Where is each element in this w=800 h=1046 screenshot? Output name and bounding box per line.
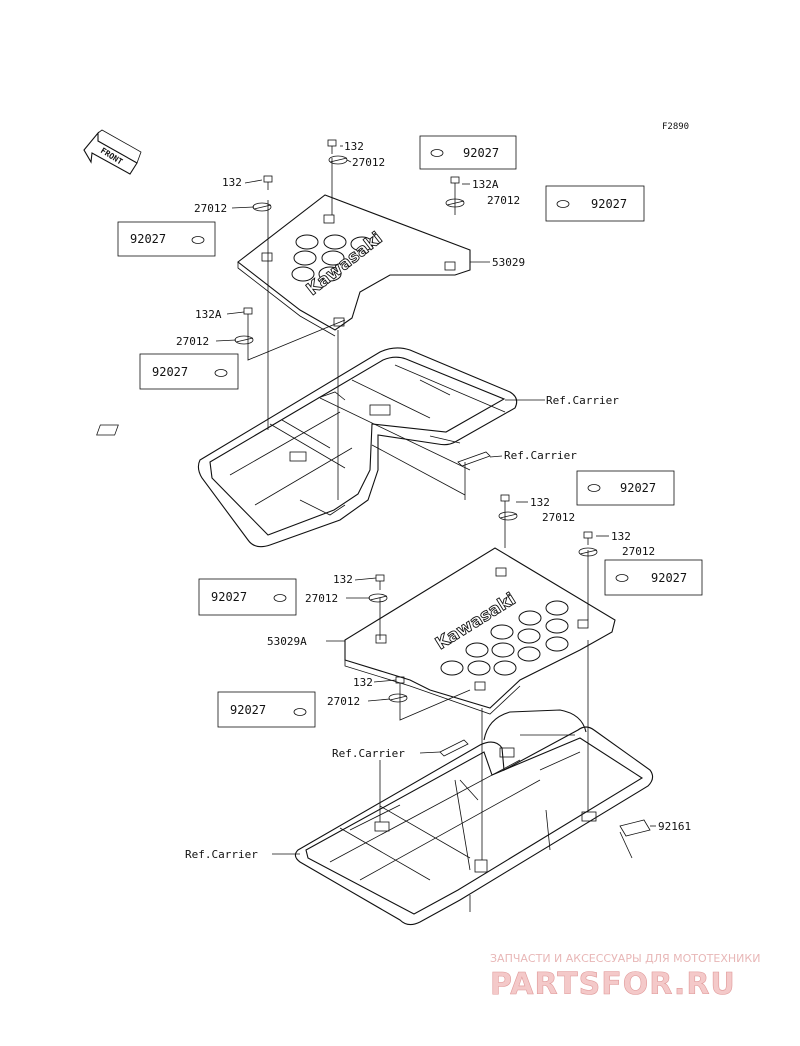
clip-27012-h bbox=[388, 693, 408, 703]
label-ref-carrier: Ref.Carrier bbox=[546, 394, 619, 407]
box-label: 92027 bbox=[463, 146, 499, 160]
label-132: 132 bbox=[530, 496, 550, 509]
tag-ref-carrier-bottom bbox=[439, 739, 469, 757]
washer-box: 92027 bbox=[576, 470, 675, 506]
box-label: 92027 bbox=[152, 365, 188, 379]
bottom-fasteners bbox=[368, 494, 651, 837]
bolt-132-d bbox=[583, 531, 593, 545]
washer-box: 92027 bbox=[604, 559, 703, 596]
bolt-132-c bbox=[500, 494, 510, 508]
washer-icon bbox=[587, 484, 601, 492]
bottom-leader-lines bbox=[379, 508, 633, 860]
label-27012: 27012 bbox=[352, 156, 385, 169]
rear-carrier-frame bbox=[294, 709, 654, 926]
washer-box: 92027 bbox=[217, 691, 316, 728]
washer-icon bbox=[430, 149, 444, 157]
washer-box: 92027 bbox=[419, 135, 517, 170]
bottom-label-leaders bbox=[272, 501, 656, 855]
front-arrow-icon: FRONT bbox=[83, 129, 142, 175]
label-27012: 27012 bbox=[194, 202, 227, 215]
label-ref-carrier: Ref.Carrier bbox=[332, 747, 405, 760]
label-92161: 92161 bbox=[658, 820, 691, 833]
carrier-plate-53029A: Kawasaki bbox=[344, 547, 616, 715]
washer-box: 92027 bbox=[198, 578, 297, 616]
clip-27012-e bbox=[498, 511, 518, 521]
washer-icon bbox=[191, 236, 205, 244]
clip-27012-g bbox=[368, 593, 388, 603]
clip-27012-f bbox=[578, 547, 598, 557]
washer-icon bbox=[214, 369, 228, 377]
box-label: 92027 bbox=[230, 703, 266, 717]
label-53029: 53029 bbox=[492, 256, 525, 269]
watermark: ЗАПЧАСТИ И АКСЕССУАРЫ ДЛЯ МОТОТЕХНИКИ PA… bbox=[490, 952, 761, 1002]
label-ref-carrier: Ref.Carrier bbox=[185, 848, 258, 861]
bolt-132-b bbox=[263, 175, 273, 190]
label-132: 132 bbox=[222, 176, 242, 189]
box-label: 92027 bbox=[591, 197, 627, 211]
bolt-132-a bbox=[327, 139, 337, 154]
washer-icon bbox=[293, 708, 307, 716]
carrier-plate-53029: Kawasaki bbox=[237, 194, 471, 337]
top-leader-lines bbox=[247, 158, 545, 500]
label-27012: 27012 bbox=[622, 545, 655, 558]
clip-27012-c bbox=[445, 198, 465, 208]
figure-code: F2890 bbox=[662, 122, 689, 132]
watermark-logo: PARTSFOR.RU bbox=[490, 967, 736, 1002]
washer-box: 92027 bbox=[139, 353, 239, 390]
label-27012: 27012 bbox=[327, 695, 360, 708]
label-27012: 27012 bbox=[176, 335, 209, 348]
label-132: 132 bbox=[353, 676, 373, 689]
label-27012: 27012 bbox=[542, 511, 575, 524]
label-132: 132 bbox=[333, 573, 353, 586]
bolt-132-e bbox=[375, 574, 385, 590]
label-132: 132 bbox=[344, 140, 364, 153]
washer-icon bbox=[273, 594, 287, 602]
label-132A: 132A bbox=[472, 178, 499, 191]
bolt-132A-a bbox=[450, 176, 460, 190]
front-carrier-frame bbox=[96, 347, 518, 548]
bolt-132A-b bbox=[243, 307, 253, 322]
box-label: 92027 bbox=[130, 232, 166, 246]
box-label: 92027 bbox=[651, 571, 687, 585]
washer-icon bbox=[615, 574, 629, 582]
washer-box: 92027 bbox=[545, 185, 645, 222]
clip-27012-d bbox=[234, 335, 254, 345]
washer-icon bbox=[556, 200, 570, 208]
label-27012: 27012 bbox=[487, 194, 520, 207]
box-label: 92027 bbox=[620, 481, 656, 495]
box-label: 92027 bbox=[211, 590, 247, 604]
label-53029A: 53029A bbox=[267, 635, 307, 648]
watermark-tagline: ЗАПЧАСТИ И АКСЕССУАРЫ ДЛЯ МОТОТЕХНИКИ bbox=[490, 952, 760, 965]
label-ref-carrier: Ref.Carrier bbox=[504, 449, 577, 462]
tag-92161 bbox=[619, 819, 651, 837]
top-fasteners bbox=[234, 139, 491, 467]
tag-ref-carrier bbox=[457, 451, 491, 467]
washer-box: 92027 bbox=[117, 221, 216, 257]
label-132A: 132A bbox=[195, 308, 222, 321]
label-leader-lines bbox=[215, 145, 503, 458]
label-27012: 27012 bbox=[305, 592, 338, 605]
label-132: 132 bbox=[611, 530, 631, 543]
